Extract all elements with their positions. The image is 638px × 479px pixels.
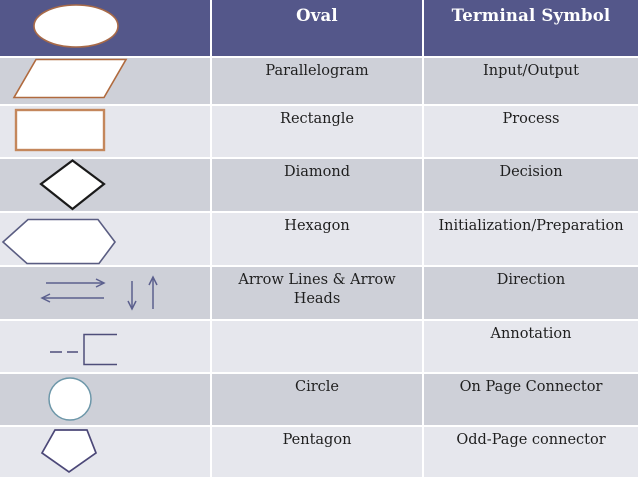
symbol-meaning: Input/Output [424, 58, 638, 104]
table-row: Annotation [0, 321, 638, 372]
table-row: Pentagon Odd-Page connector [0, 427, 638, 477]
table-row: Hexagon Initialization/Preparation [0, 213, 638, 265]
table-row: Arrow Lines & Arrow Heads Direction [0, 267, 638, 319]
parallelogram-shape-cell [0, 58, 210, 104]
symbol-meaning: Odd-Page connector [424, 427, 638, 477]
shape-name: Hexagon [212, 213, 422, 265]
shape-name: Parallelogram [212, 58, 422, 104]
table-row: Parallelogram Input/Output [0, 58, 638, 104]
symbol-meaning: Direction [424, 267, 638, 319]
symbol-meaning-header: Terminal Symbol [424, 0, 638, 56]
diamond-shape-cell [0, 159, 210, 211]
arrows-shape-cell [0, 267, 210, 319]
shape-name: Circle [212, 374, 422, 425]
annotation-bracket-icon [50, 333, 117, 366]
hexagon-shape-cell [0, 213, 210, 265]
table-row: Circle On Page Connector [0, 374, 638, 425]
hexagon-icon [1, 218, 116, 265]
shape-name [212, 321, 422, 372]
symbol-meaning: Decision [424, 159, 638, 211]
annotation-shape-cell [0, 321, 210, 372]
oval-shape-cell [0, 0, 210, 56]
rectangle-icon [14, 108, 106, 152]
table-header-row: Oval Terminal Symbol [0, 0, 638, 56]
oval-icon [33, 4, 119, 48]
symbol-meaning: Process [424, 106, 638, 157]
arrow-lines-icon [40, 275, 158, 311]
circle-shape-cell [0, 374, 210, 425]
shape-name-header: Oval [212, 0, 422, 56]
rectangle-shape-cell [0, 106, 210, 157]
pentagon-shape-cell [0, 427, 210, 477]
symbol-meaning: Initialization/Preparation [424, 213, 638, 265]
table-row: Rectangle Process [0, 106, 638, 157]
circle-icon [48, 377, 92, 421]
shape-name: Arrow Lines & Arrow Heads [212, 267, 422, 319]
table-row: Diamond Decision [0, 159, 638, 211]
shape-name: Rectangle [212, 106, 422, 157]
parallelogram-icon [12, 58, 128, 99]
diamond-icon [39, 159, 106, 211]
shape-name: Pentagon [212, 427, 422, 477]
pentagon-icon [40, 429, 98, 474]
shape-name: Diamond [212, 159, 422, 211]
symbol-meaning: On Page Connector [424, 374, 638, 425]
symbol-meaning: Annotation [424, 321, 638, 372]
